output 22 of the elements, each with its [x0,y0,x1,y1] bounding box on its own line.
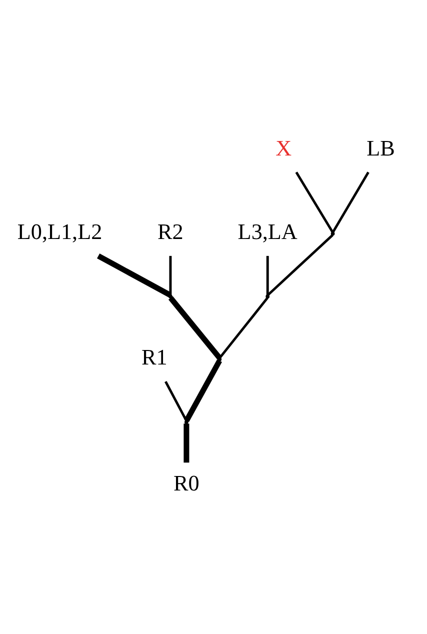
connector [168,296,222,360]
connector [332,171,370,232]
node-text: L3,LA [238,218,298,244]
node-text: LB [366,134,395,160]
node-point [168,294,172,298]
connector [218,296,268,358]
node-point [184,420,188,424]
node-text: X [276,134,292,160]
node-point [266,294,270,298]
node-point [218,356,222,361]
connector [164,380,188,421]
node-text: R0 [174,470,200,495]
node-text: R1 [142,344,168,370]
connector [266,234,334,296]
connector [295,171,334,232]
node-text: R2 [158,218,184,244]
node-point [330,231,335,236]
node-text: L0,L1,L2 [17,218,102,244]
connector [169,255,172,295]
connector [266,255,269,295]
connector [184,423,190,462]
connector [184,358,222,422]
